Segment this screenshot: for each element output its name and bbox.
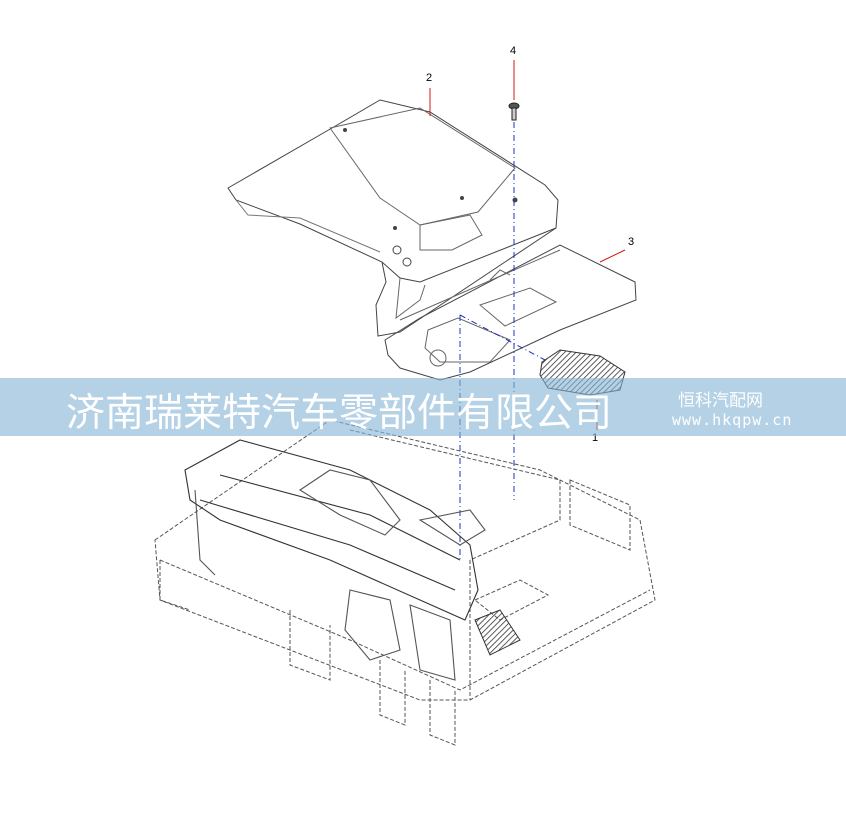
floor-hatched-area xyxy=(474,609,521,656)
part-3-floor-panel xyxy=(384,244,637,381)
cab-chassis-frame xyxy=(154,419,656,746)
dashboard-assembly xyxy=(184,439,486,681)
watermark-banner xyxy=(0,378,846,436)
watermark-company-name: 济南瑞莱特汽车零部件有限公司 xyxy=(66,391,613,436)
callout-3: 3 xyxy=(628,236,635,248)
callout-2: 2 xyxy=(426,72,433,84)
callout-1: 1 xyxy=(592,432,599,444)
watermark-site-name: 恒科汽配网 xyxy=(678,391,763,411)
part-4-screw xyxy=(508,102,520,121)
part-2-upper-cover xyxy=(227,99,559,337)
assembly-lines xyxy=(459,122,546,560)
watermark-site-url: www.hkqpw.cn xyxy=(672,411,793,429)
callout-4: 4 xyxy=(510,45,517,57)
